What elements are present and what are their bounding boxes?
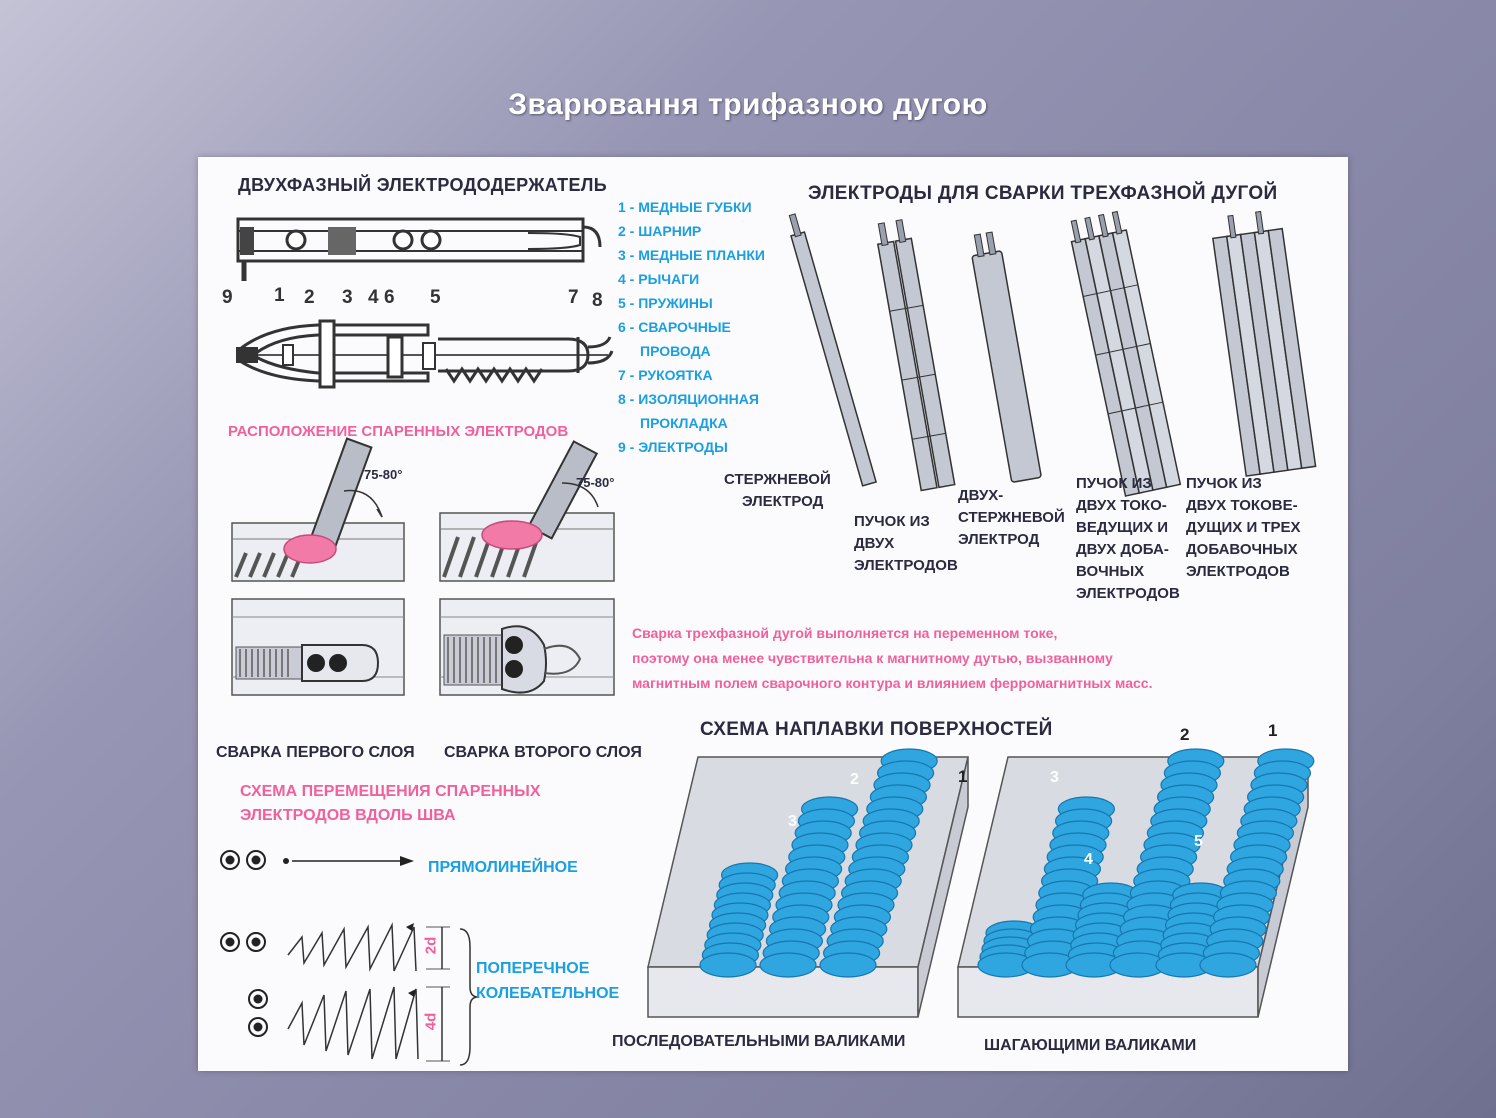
note-line: поэтому она менее чувствительна к магнит… — [632, 650, 1113, 666]
zigzag-4d — [287, 986, 450, 1062]
legend-item: ПРОКЛАДКА — [640, 415, 728, 431]
second-layer-plan — [439, 598, 615, 696]
note-line: Сварка трехфазной дугой выполняется на п… — [632, 625, 1058, 641]
note-line: магнитным полем сварочного контура и вли… — [632, 675, 1153, 691]
movement-title-line1: СХЕМА ПЕРЕМЕЩЕНИЯ СПАРЕННЫХ — [240, 783, 541, 800]
electrode-type-label: ДУЩИХ И ТРЕХ — [1186, 519, 1301, 536]
legend-item: ПРОВОДА — [640, 343, 711, 359]
part-number: 2 — [304, 287, 315, 308]
first-layer-section — [231, 437, 405, 582]
placement-title: РАСПОЛОЖЕНИЕ СПАРЕННЫХ ЭЛЕКТРОДОВ — [228, 423, 569, 440]
part-number: 8 — [592, 290, 603, 311]
caption-sequential: ПОСЛЕДОВАТЕЛЬНЫМИ ВАЛИКАМИ — [612, 1033, 906, 1050]
electrode-bundle-five — [1212, 210, 1317, 477]
bead-number: 4 — [1084, 851, 1093, 868]
bead-number: 2 — [1180, 725, 1190, 744]
caption-first-layer: СВАРКА ПЕРВОГО СЛОЯ — [216, 744, 415, 761]
dim-2d-label: 2d — [422, 936, 440, 955]
bead-number: 5 — [1194, 833, 1203, 850]
linear-label: ПРЯМОЛИНЕЙНОЕ — [428, 859, 578, 876]
holder-top-view — [236, 217, 602, 281]
part-number: 9 — [222, 287, 233, 308]
legend-item: 9 - ЭЛЕКТРОДЫ — [618, 439, 728, 455]
part-number: 4 — [368, 287, 379, 308]
stepping-beads-diagram — [957, 748, 1315, 1018]
angle-label-right: 75-80° — [576, 475, 615, 490]
holder-title: ДВУХФАЗНЫЙ ЭЛЕКТРОДОДЕРЖАТЕЛЬ — [238, 175, 607, 195]
part-number: 5 — [430, 287, 441, 308]
movement-title-line2: ЭЛЕКТРОДОВ ВДОЛЬ ШВА — [240, 807, 456, 824]
slide-title: Зварювання трифазною дугою — [508, 88, 988, 121]
electrode-type-label: СТЕРЖНЕВОЙ — [958, 509, 1065, 526]
bead-number: 3 — [1050, 769, 1059, 786]
electrode-type-label: ВОЧНЫХ — [1076, 563, 1145, 580]
electrode-type-label: ВЕДУЩИХ И — [1076, 519, 1169, 536]
electrode-type-label: ДВУХ ТОКО- — [1076, 497, 1167, 514]
weld-bead — [1199, 952, 1257, 978]
electrode-type-label: ДВУХ- — [958, 487, 1004, 504]
part-number: 6 — [384, 287, 395, 308]
bead-number: 3 — [788, 813, 797, 830]
part-number: 7 — [568, 287, 579, 308]
sequential-beads-diagram — [647, 748, 969, 1018]
electrode-type-label: ЭЛЕКТРОД — [958, 531, 1040, 548]
legend-item: 3 - МЕДНЫЕ ПЛАНКИ — [618, 247, 765, 263]
legend-item: 8 - ИЗОЛЯЦИОННАЯ — [618, 391, 759, 407]
bead-number: 2 — [850, 771, 859, 788]
caption-stepping: ШАГАЮЩИМИ ВАЛИКАМИ — [984, 1037, 1197, 1054]
dim-4d-label: 4d — [422, 1012, 440, 1031]
zigzag-2d — [287, 922, 450, 972]
electrode-type-label: ЭЛЕКТРОДОВ — [854, 557, 958, 574]
transverse-label-line1: ПОПЕРЕЧНОЕ — [476, 960, 590, 977]
legend-item: 6 - СВАРОЧНЫЕ — [618, 319, 731, 335]
electrode-pair-icon — [220, 850, 266, 870]
part-number: 1 — [274, 285, 285, 306]
electrode-type-label: ДВУХ ТОКОВЕ- — [1186, 497, 1298, 514]
legend-item: 4 - РЫЧАГИ — [618, 271, 700, 287]
electrode-type-label: ЭЛЕКТРОДОВ — [1186, 563, 1290, 580]
electrode-type-label: ПУЧОК ИЗ — [854, 513, 930, 530]
electrode-type-label: ПУЧОК ИЗ — [1076, 475, 1152, 492]
electrode-pair-icon — [220, 932, 266, 952]
electrode-type-label: ДВУХ ДОБА- — [1076, 541, 1169, 558]
first-layer-plan — [231, 598, 405, 696]
transverse-label-line2: КОЛЕБАТЕЛЬНОЕ — [476, 985, 620, 1002]
legend-item: 7 - РУКОЯТКА — [618, 367, 713, 383]
weld-bead — [819, 952, 877, 978]
surfacing-title: СХЕМА НАПЛАВКИ ПОВЕРХНОСТЕЙ — [700, 719, 1053, 740]
part-number: 3 — [342, 287, 353, 308]
weld-bead — [699, 952, 757, 978]
brace — [459, 928, 479, 1066]
electrode-type-label: ЭЛЕКТРОДОВ — [1076, 585, 1180, 602]
legend-item: 5 - ПРУЖИНЫ — [618, 295, 713, 311]
bead-number: 1 — [958, 767, 968, 786]
electrode-double-rod — [971, 231, 1042, 483]
holder-side-view — [236, 319, 614, 389]
electrode-type-label: ЭЛЕКТРОД — [742, 493, 824, 510]
electrode-type-label: ПУЧОК ИЗ — [1186, 475, 1262, 492]
weld-bead — [759, 952, 817, 978]
angle-label-left: 75-80° — [364, 467, 403, 482]
electrode-pair-vertical-icon — [248, 989, 268, 1037]
linear-arrow — [283, 856, 414, 866]
electrode-type-label: ДОБАВОЧНЫХ — [1186, 541, 1298, 558]
electrode-bundle-two — [876, 219, 956, 492]
caption-second-layer: СВАРКА ВТОРОГО СЛОЯ — [444, 744, 642, 761]
electrode-type-label: СТЕРЖНЕВОЙ — [724, 471, 831, 488]
legend-item: 2 - ШАРНИР — [618, 223, 702, 239]
bead-number: 1 — [1268, 721, 1278, 740]
poster: ДВУХФАЗНЫЙ ЭЛЕКТРОДОДЕРЖАТЕЛЬ 9 1 2 3 4 … — [198, 157, 1348, 1071]
electrode-single-rod — [788, 213, 878, 487]
electrode-type-label: ДВУХ — [854, 535, 895, 552]
legend-item: 1 - МЕДНЫЕ ГУБКИ — [618, 199, 752, 215]
second-layer-section — [439, 440, 615, 582]
electrodes-title: ЭЛЕКТРОДЫ ДЛЯ СВАРКИ ТРЕХФАЗНОЙ ДУГОЙ — [808, 183, 1278, 204]
electrode-bundle-four — [1070, 210, 1182, 497]
